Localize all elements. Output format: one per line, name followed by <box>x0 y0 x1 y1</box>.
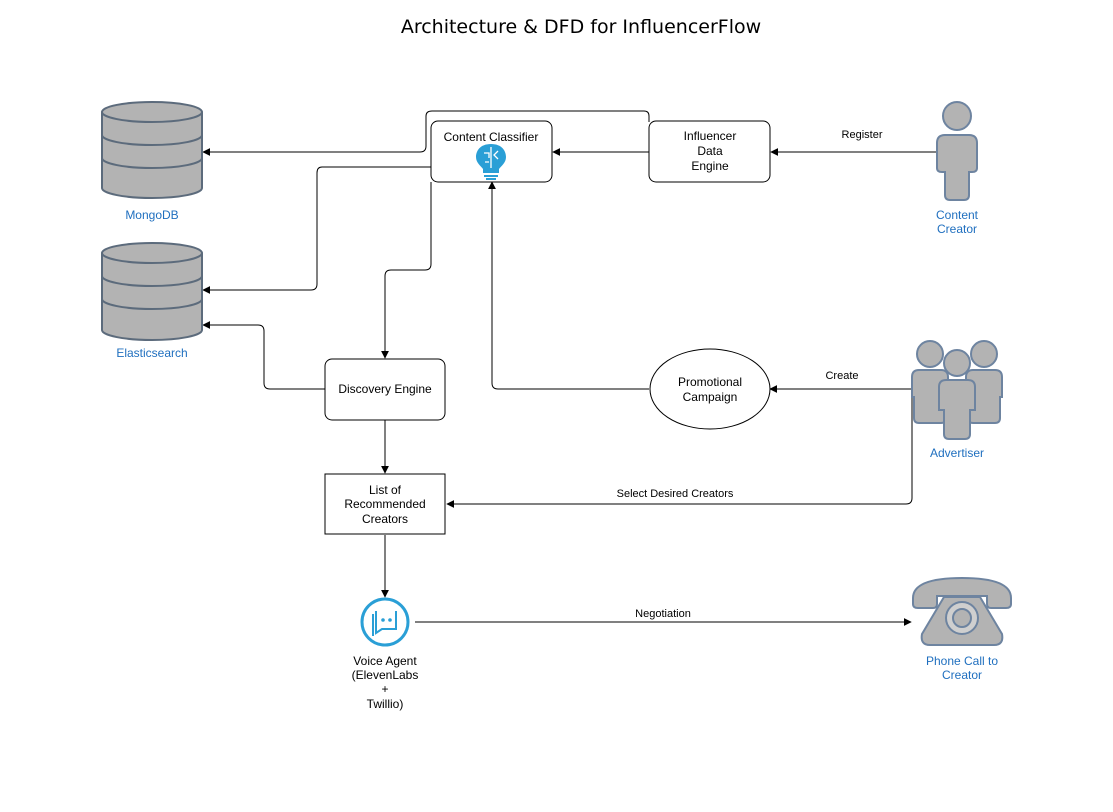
edge-discovery-to-elasticsearch <box>202 321 325 390</box>
phone-call-line1: Phone Call to <box>926 654 998 668</box>
diagram-title: Architecture & DFD for InfluencerFlow <box>401 16 761 38</box>
edge-campaign-to-classifier <box>488 181 649 390</box>
chat-bot-icon <box>360 597 410 647</box>
promotional-campaign-node: Promotional Campaign <box>649 348 771 430</box>
advertiser-group-icon <box>911 340 1003 440</box>
content-creator-label-line2: Creator <box>937 222 977 236</box>
mongodb-label: MongoDB <box>125 208 178 222</box>
influencer-data-engine-node: Influencer Data Engine <box>648 120 771 183</box>
edge-select-creators <box>446 389 913 508</box>
phone-call-line2: Creator <box>942 668 982 682</box>
content-classifier-label: Content Classifier <box>444 130 539 144</box>
content-creator-label-line1: Content <box>936 208 979 222</box>
telephone-icon <box>912 576 1012 646</box>
edge-classifier-to-discovery <box>381 182 432 359</box>
discovery-engine-label: Discovery Engine <box>338 382 432 396</box>
discovery-engine-node: Discovery Engine <box>324 358 446 421</box>
mongodb-database-icon <box>101 101 203 199</box>
promotional-campaign-line2: Campaign <box>683 390 738 404</box>
edge-label-create: Create <box>825 370 858 382</box>
edge-label-register: Register <box>842 129 883 141</box>
influencer-data-engine-line1: Influencer <box>684 129 737 143</box>
voice-agent-line1: Voice Agent <box>353 654 417 668</box>
elasticsearch-database-icon <box>101 242 203 341</box>
edge-engine-to-mongodb <box>202 110 650 156</box>
influencer-data-engine-line3: Engine <box>691 159 729 173</box>
edges <box>202 110 937 626</box>
elasticsearch-label: Elasticsearch <box>116 346 187 360</box>
recommended-creators-line2: Recommended <box>344 497 425 511</box>
voice-agent-line2: (ElevenLabs <box>352 668 419 682</box>
edge-classifier-to-elasticsearch <box>202 166 431 294</box>
voice-agent-line3: + <box>381 682 388 696</box>
recommended-creators-node: List of Recommended Creators <box>324 473 446 535</box>
advertiser-label: Advertiser <box>930 446 984 460</box>
promotional-campaign-line1: Promotional <box>678 375 742 389</box>
recommended-creators-line3: Creators <box>362 512 408 526</box>
edge-label-negotiation: Negotiation <box>635 608 691 620</box>
influencer-data-engine-line2: Data <box>697 144 723 158</box>
edge-label-select-desired-creators: Select Desired Creators <box>617 488 734 500</box>
content-classifier-node: Content Classifier <box>430 120 553 183</box>
voice-agent-line4: Twillio) <box>367 697 404 711</box>
content-creator-person-icon <box>936 101 978 201</box>
brain-lightbulb-icon <box>476 144 506 180</box>
recommended-creators-line1: List of <box>369 483 402 497</box>
